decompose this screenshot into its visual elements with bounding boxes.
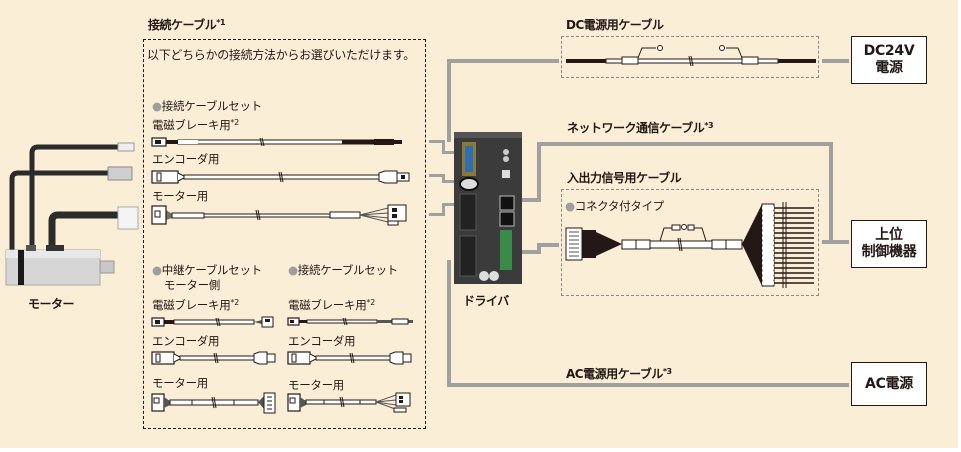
set3-encoder-label: エンコーダ用 (288, 334, 356, 348)
network-cable-title: ネットワーク通信ケーブル*3 (567, 119, 714, 136)
set2-brake-label-text: 電磁ブレーキ用 (152, 298, 231, 312)
host-controller-box: 上位 制御機器 (851, 220, 927, 268)
set2-brake-label: 電磁ブレーキ用*2 (152, 297, 239, 313)
ac-power-line1: AC電源 (865, 375, 913, 392)
set3-brake-cable-icon (287, 317, 413, 326)
set2-encoder-label: エンコーダ用 (152, 334, 220, 348)
dc-cable-title: DC電源用ケーブル (566, 18, 664, 32)
dc-connector-line-horizontal (447, 59, 559, 63)
set3-motor-cable-icon (287, 392, 411, 413)
ac-connector-line-vertical (447, 260, 451, 387)
io-cable-option-text: コネクタ付タイプ (574, 199, 664, 213)
io-connector-line-b (537, 243, 541, 254)
motor-stub-a (429, 213, 444, 216)
driver-image (454, 132, 522, 284)
encoder-stub-a (429, 174, 444, 177)
set3-brake-label: 電磁ブレーキ用*2 (288, 297, 375, 313)
encoder-stub-b (442, 174, 445, 182)
set2-encoder-cable-icon (151, 351, 276, 365)
connection-cables-box (143, 39, 426, 429)
set1-encoder-label: エンコーダ用 (152, 152, 220, 166)
host-controller-line2: 制御機器 (861, 244, 917, 260)
network-connector-line-b (537, 142, 541, 202)
driver-label: ドライバ (463, 294, 509, 308)
motor-stub-b (442, 203, 445, 216)
ac-power-box: AC電源 (851, 362, 927, 406)
bullet-icon: ● (565, 199, 575, 213)
set2-brake-cable-icon (151, 316, 274, 328)
dc24v-power-box: DC24V 電源 (851, 36, 927, 84)
set1-brake-label-text: 電磁ブレーキ用 (152, 118, 231, 132)
set2-brake-note: *2 (230, 298, 239, 307)
connection-cables-title-text: 接続ケーブル (148, 18, 217, 32)
motor-image (5, 142, 139, 286)
network-cable-note: *3 (704, 121, 714, 130)
brake-stub-b (442, 140, 445, 153)
connection-cables-description: 以下どちらかの接続方法からお選びいただけます。 (147, 48, 415, 62)
set1-brake-label: 電磁ブレーキ用*2 (152, 117, 239, 133)
set1-motor-label: モーター用 (152, 189, 208, 203)
io-connector-line-c (537, 243, 559, 247)
dc-connector-line-to-box (822, 59, 849, 63)
set2-motor-label: モーター用 (152, 376, 208, 390)
set3-brake-note: *2 (366, 298, 375, 307)
set1-heading: ●接続ケーブルセット (152, 98, 262, 114)
ac-cable-title: AC電源用ケーブル*3 (566, 365, 672, 382)
host-controller-line1: 上位 (875, 227, 903, 243)
network-connector-line-c (537, 142, 833, 146)
set1-brake-cable-icon (151, 137, 402, 147)
connection-cables-note: *1 (216, 18, 226, 27)
set1-encoder-cable-icon (151, 170, 410, 184)
set2-heading-line2: モーター側 (164, 278, 220, 292)
set1-brake-note: *2 (230, 118, 239, 127)
io-cable-icon (565, 202, 814, 288)
io-cable-box (561, 189, 819, 296)
set2-heading-line1: 中継ケーブルセット (161, 263, 262, 277)
set3-motor-label: モーター用 (288, 378, 344, 392)
network-connector-line-a (513, 198, 541, 202)
set1-motor-cable-icon (151, 204, 407, 226)
dc-cable-icon (566, 45, 816, 67)
network-connector-line-d (829, 142, 833, 244)
dc24v-power-line2: 電源 (875, 60, 903, 76)
ac-connector-line-horizontal (447, 383, 849, 387)
bullet-icon: ● (288, 263, 298, 277)
motor-label: モーター (28, 297, 75, 311)
dc24v-power-line1: DC24V (863, 43, 915, 59)
bullet-icon: ● (152, 263, 162, 277)
ac-cable-title-text: AC電源用ケーブル (566, 367, 663, 381)
set3-encoder-cable-icon (287, 351, 412, 365)
network-connector-line-e (822, 240, 849, 244)
set3-heading: ●接続ケーブルセット (288, 262, 398, 278)
set1-heading-text: 接続ケーブルセット (161, 99, 262, 113)
set3-brake-label-text: 電磁ブレーキ用 (288, 298, 367, 312)
set2-heading: ●中継ケーブルセット (152, 262, 262, 278)
network-cable-title-text: ネットワーク通信ケーブル (567, 121, 705, 135)
brake-stub-a (429, 140, 444, 143)
connection-cables-title: 接続ケーブル*1 (148, 16, 226, 33)
io-connector-line-a (509, 250, 541, 254)
io-cable-title: 入出力信号用ケーブル (567, 171, 682, 185)
set2-motor-cable-icon (151, 392, 276, 414)
dc-connector-line-vertical (447, 59, 451, 142)
io-cable-option: ●コネクタ付タイプ (565, 198, 664, 214)
ac-cable-note: *3 (662, 367, 672, 376)
dc-cable-box (561, 36, 819, 78)
set3-heading-text: 接続ケーブルセット (297, 263, 398, 277)
bullet-icon: ● (152, 99, 162, 113)
